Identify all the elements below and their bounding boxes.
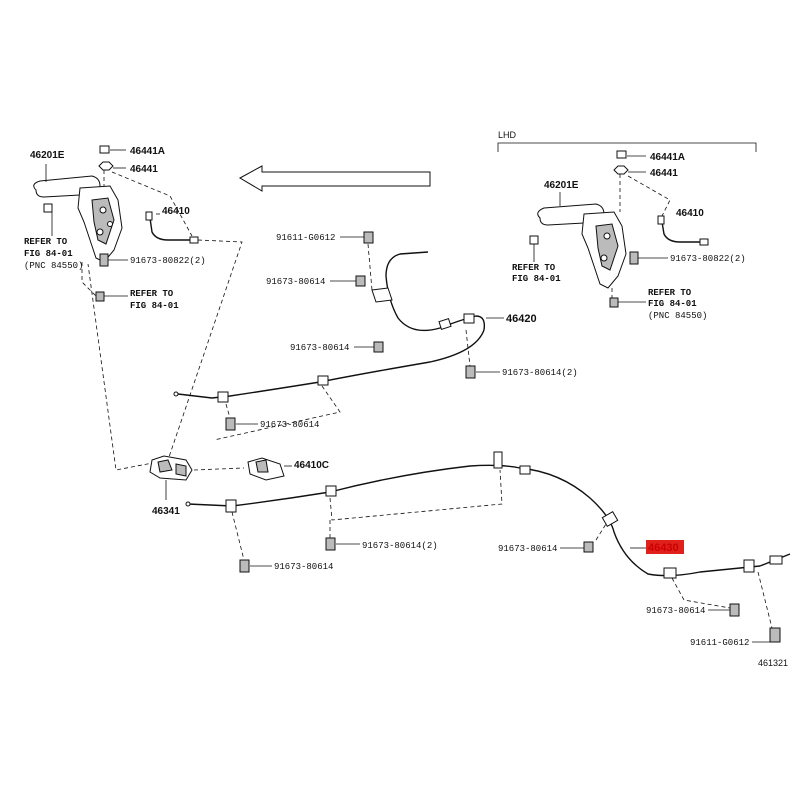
- label-46441a-left: 46441A: [130, 146, 165, 157]
- label-46410-left: 46410: [162, 206, 190, 217]
- bolt-icon: [43, 203, 53, 213]
- label-46201e-left: 46201E: [30, 150, 65, 161]
- bolt-icon: [465, 365, 476, 379]
- label-91673-80614-1: 91673-80614: [266, 277, 325, 287]
- label-91673-80822-left: 91673-80822(2): [130, 256, 206, 266]
- refer-text: REFER TO: [648, 288, 692, 298]
- cable-no3: 91673-80614(2) 91673-80614 91673-80614 4…: [185, 451, 791, 648]
- right-lever-assembly: 46201E 46441A 46441 46410 91673-80822(2)…: [512, 150, 746, 321]
- bolt-icon: [225, 417, 236, 431]
- label-46341: 46341: [152, 506, 180, 517]
- label-91673-80614-low2: 91673-80614: [274, 562, 333, 572]
- label-46410-right: 46410: [676, 208, 704, 219]
- bolt-icon: [373, 341, 384, 353]
- lhd-bracket: LHD: [497, 130, 757, 152]
- assembly-dash-line: [87, 239, 243, 471]
- refer-text: FIG 84-01: [512, 274, 561, 284]
- cable-no1: 91611-G0612 91673-80614 91673-80614 9167…: [173, 231, 578, 441]
- label-46441-left: 46441: [130, 164, 158, 175]
- switch-connector-icon: [699, 238, 709, 246]
- refer-text: FIG 84-01: [648, 299, 697, 309]
- label-46201e-right: 46201E: [544, 180, 579, 191]
- refer-text: (PNC 84550): [648, 311, 707, 321]
- label-91673-80614-3: 91673-80614(2): [502, 368, 578, 378]
- nut-icon: [613, 165, 629, 175]
- refer-text: REFER TO: [24, 237, 68, 247]
- refer-text: REFER TO: [512, 263, 556, 273]
- switch-connector-icon: [189, 236, 199, 244]
- nut-icon: [98, 161, 114, 171]
- bolt-icon: [99, 253, 109, 267]
- bolt-icon: [95, 291, 105, 302]
- refer-text: REFER TO: [130, 289, 174, 299]
- assembly-dash-line: [193, 467, 245, 471]
- label-91673-80614-4: 91673-80614: [260, 420, 319, 430]
- nut-icon: [616, 150, 627, 159]
- diagram-id: 461321: [758, 658, 788, 668]
- bolt-icon: [325, 537, 336, 551]
- left-lever-assembly: 46201E 46441A 46441 46410 91673-80822(2)…: [24, 145, 206, 311]
- label-91611-g0612-top: 91611-G0612: [276, 233, 335, 243]
- bolt-icon: [363, 231, 374, 244]
- bolt-icon: [583, 541, 594, 553]
- highlight-46430: [646, 540, 684, 554]
- bolt-icon: [609, 297, 619, 308]
- lhd-label: LHD: [498, 130, 517, 140]
- bracket-46341: 46341: [149, 455, 193, 517]
- label-91673-80614-2: 91673-80614: [290, 343, 349, 353]
- label-91673-80822-right: 91673-80822(2): [670, 254, 746, 264]
- label-46410c: 46410C: [294, 460, 329, 471]
- label-46420: 46420: [506, 313, 537, 325]
- bolt-icon: [729, 603, 740, 617]
- label-46441-right: 46441: [650, 168, 678, 179]
- refer-text: FIG 84-01: [24, 249, 73, 259]
- label-91673-80614-low1: 91673-80614(2): [362, 541, 438, 551]
- front-direction-arrow: [238, 165, 431, 192]
- nut-icon: [99, 145, 110, 154]
- refer-text: FIG 84-01: [130, 301, 179, 311]
- bolt-icon: [355, 275, 366, 287]
- label-46441a-right: 46441A: [650, 152, 685, 163]
- label-91673-80614-right2: 91673-80614: [646, 606, 705, 616]
- equalizer-46410c: 46410C: [247, 457, 329, 481]
- label-46430[interactable]: 46430: [648, 542, 679, 554]
- label-91611-g0612-right: 91611-G0612: [690, 638, 749, 648]
- bolt-icon: [629, 251, 639, 265]
- label-91673-80614-right1: 91673-80614: [498, 544, 557, 554]
- refer-text: (PNC 84550): [24, 261, 83, 271]
- bolt-icon: [769, 627, 781, 643]
- bolt-icon: [239, 559, 250, 573]
- bolt-icon: [529, 235, 539, 245]
